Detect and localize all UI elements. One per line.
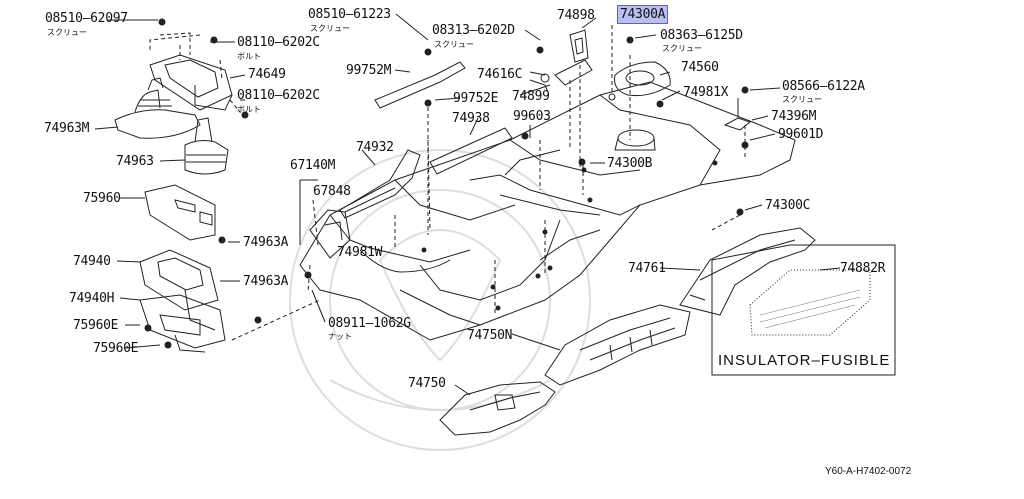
cover-74560 [614,61,671,96]
insulator-fusible-box [711,244,896,376]
part-label-67848[interactable]: 67848 [313,184,351,199]
part-label-74938[interactable]: 74938 [452,111,490,126]
part-label-74300b[interactable]: 74300B [607,156,653,171]
part-label-74963a-2[interactable]: 74963A [243,274,289,289]
part-label-75960e-2[interactable]: 75960E [93,341,139,356]
insulator-74750n [544,304,691,386]
part-label-74396m[interactable]: 74396M [771,109,817,124]
part-label-74616c[interactable]: 74616C [477,67,523,82]
sublabel-screw-5: スクリュー [782,95,822,104]
part-label-74750[interactable]: 74750 [408,376,446,391]
part-label-08363-6125d[interactable]: 08363–6125D [660,28,743,43]
part-label-74963a[interactable]: 74963A [243,235,289,250]
part-label-99752e[interactable]: 99752E [453,91,499,106]
part-label-75960[interactable]: 75960 [83,191,121,206]
shift-boot-74963 [184,117,229,175]
leader-lines [149,25,746,341]
part-label-74560[interactable]: 74560 [681,60,719,75]
shift-boot-74963m [114,77,201,139]
sublabel-bolt: ボルト [237,52,261,61]
sublabel-nut: ナット [328,332,352,341]
label-leaders [94,13,841,396]
part-label-74932[interactable]: 74932 [356,140,394,155]
part-label-99601d[interactable]: 99601D [778,127,824,142]
part-label-74300a[interactable]: 74300A [617,5,669,24]
part-label-99603[interactable]: 99603 [513,109,551,124]
bracket-74898 [569,29,589,63]
part-label-74981w[interactable]: 74981W [337,245,383,260]
part-label-08313-6202d[interactable]: 08313–6202D [432,23,515,38]
plate-75960 [144,184,216,241]
pad-74932 [339,149,421,219]
part-label-74750n[interactable]: 74750N [467,328,513,343]
part-label-74940[interactable]: 74940 [73,254,111,269]
part-label-08911-1062g[interactable]: 08911–1062G [328,316,411,331]
pad-74938 [429,127,513,175]
part-label-74899[interactable]: 74899 [512,89,550,104]
retainer-74649 [149,54,233,111]
stay-99752m [374,61,466,109]
clip-74396m [723,98,752,131]
bracket-74940 [139,249,219,331]
part-label-74882r[interactable]: 74882R [840,261,886,276]
sublabel-bolt-2: ボルト [237,105,261,114]
part-label-74761[interactable]: 74761 [628,261,666,276]
part-label-08510-61223[interactable]: 08510–61223 [308,7,391,22]
part-label-74300c[interactable]: 74300C [765,198,811,213]
part-label-74940h[interactable]: 74940H [69,291,115,306]
part-label-75960e[interactable]: 75960E [73,318,119,333]
fasteners [144,18,749,349]
part-label-74963[interactable]: 74963 [116,154,154,169]
bracket-74899 [529,59,593,93]
part-label-67140m[interactable]: 67140M [290,158,336,173]
part-label-08566-6122a[interactable]: 08566–6122A [782,79,865,94]
part-label-74898[interactable]: 74898 [557,8,595,23]
sublabel-screw-3: スクリュー [434,40,474,49]
part-label-08110-6202c-2[interactable]: 08110–6202C [237,88,320,103]
watermark-emblem [289,149,591,451]
floor-pan [299,81,796,341]
sublabel-screw-2: スクリュー [310,24,350,33]
part-label-74963m[interactable]: 74963M [44,121,90,136]
insulator-fusible-label: INSULATOR–FUSIBLE [718,352,891,369]
part-label-74981x[interactable]: 74981X [683,85,729,100]
part-label-08510-62097[interactable]: 08510–62097 [45,11,128,26]
part-label-74649[interactable]: 74649 [248,67,286,82]
diagram-code: Y60-A-H7402-0072 [825,466,912,477]
insulator-74761 [679,227,816,316]
bracket-67848 [299,179,351,259]
part-label-99752m[interactable]: 99752M [346,63,392,78]
highlight-74300a: 74300A [617,5,669,24]
insulator-74750 [439,381,556,436]
part-label-08110-6202c[interactable]: 08110–6202C [237,35,320,50]
sublabel-screw: スクリュー [47,28,87,37]
sublabel-screw-4: スクリュー [662,44,702,53]
bracket-74940h [139,294,226,353]
